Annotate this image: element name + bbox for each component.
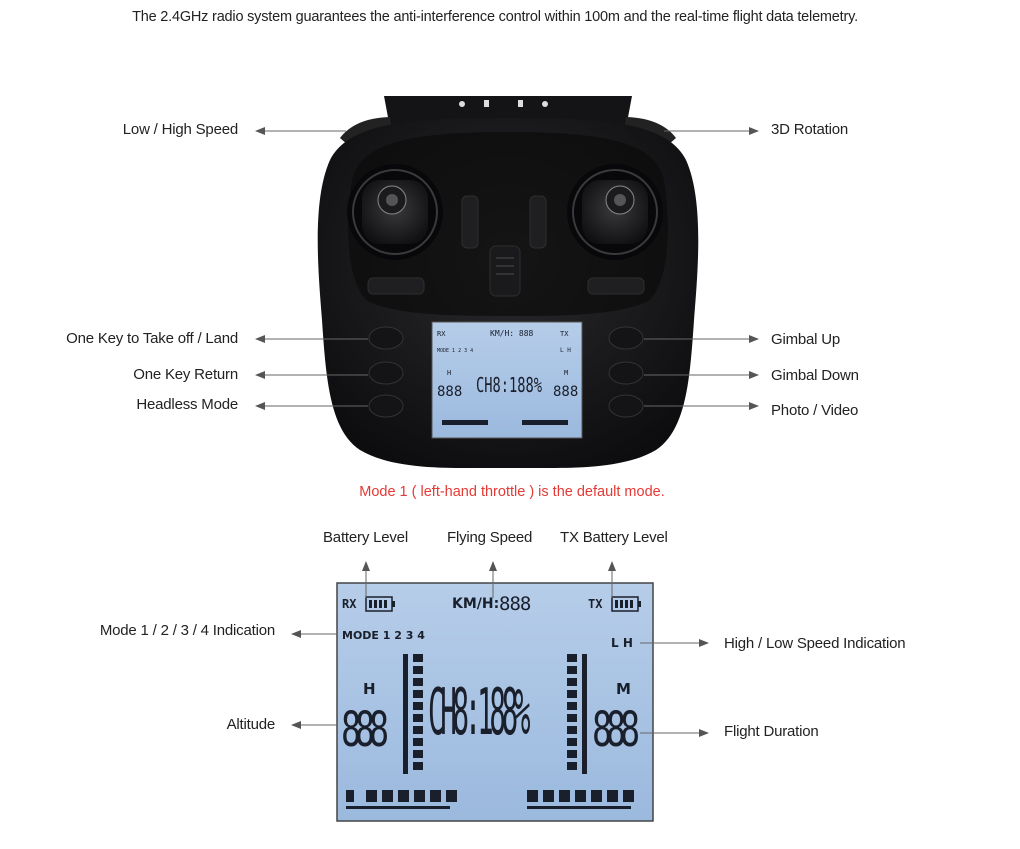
svg-text:888: 888 [553,384,578,400]
label-mode-indication: Mode 1 / 2 / 3 / 4 Indication [99,622,275,639]
label-battery-level: Battery Level [323,529,408,546]
svg-text:MODE 1 2 3 4: MODE 1 2 3 4 [437,348,473,354]
svg-text:CH8:188%: CH8:188% [476,373,542,397]
lcd-speed-digits: 888 [499,593,531,615]
lcd-mode-label: MODE 1 2 3 4 [342,629,425,642]
header-text: The 2.4GHz radio system guarantees the a… [132,9,858,25]
controller-image: RX KM/H: 888 TX MODE 1 2 3 4 L H H M 888… [317,96,699,468]
lcd-tx-label: TX [588,597,603,611]
label-take-off-land: One Key to Take off / Land [66,330,238,347]
svg-text:L H: L H [560,347,571,354]
svg-text:888: 888 [437,384,462,400]
lcd-duration-digits: 888 [592,702,640,758]
mode-note: Mode 1 ( left-hand throttle ) is the def… [359,484,665,500]
lcd-m-label: M [616,680,631,698]
label-3d-rotation: 3D Rotation [771,121,849,138]
lcd-altitude-digits: 888 [341,702,389,758]
svg-text:TX: TX [560,330,569,338]
label-high-low-speed: High / Low Speed Indication [724,635,906,652]
label-headless-mode: Headless Mode [136,396,238,413]
lcd-kmh-label: KM/H: [452,596,500,612]
svg-text:H: H [447,369,451,377]
label-low-high-speed: Low / High Speed [122,121,238,138]
label-gimbal-up: Gimbal Up [771,331,841,348]
label-flight-duration: Flight Duration [724,723,819,740]
svg-text:RX: RX [437,330,446,338]
label-key-return: One Key Return [133,366,238,383]
lcd-rx-label: RX [342,597,357,611]
svg-text:M: M [564,369,568,377]
label-photo-video: Photo / Video [771,402,859,419]
lcd-channel-readout: CH8:188% [428,676,530,750]
label-altitude: Altitude [226,716,276,733]
label-tx-battery-level: TX Battery Level [560,529,668,546]
label-gimbal-down: Gimbal Down [771,367,859,384]
lcd-h-label: H [363,680,376,698]
label-flying-speed: Flying Speed [447,529,533,546]
lcd-lh-label: L H [611,636,633,650]
lcd-display [336,582,654,822]
svg-text:KM/H: 888: KM/H: 888 [490,329,534,338]
